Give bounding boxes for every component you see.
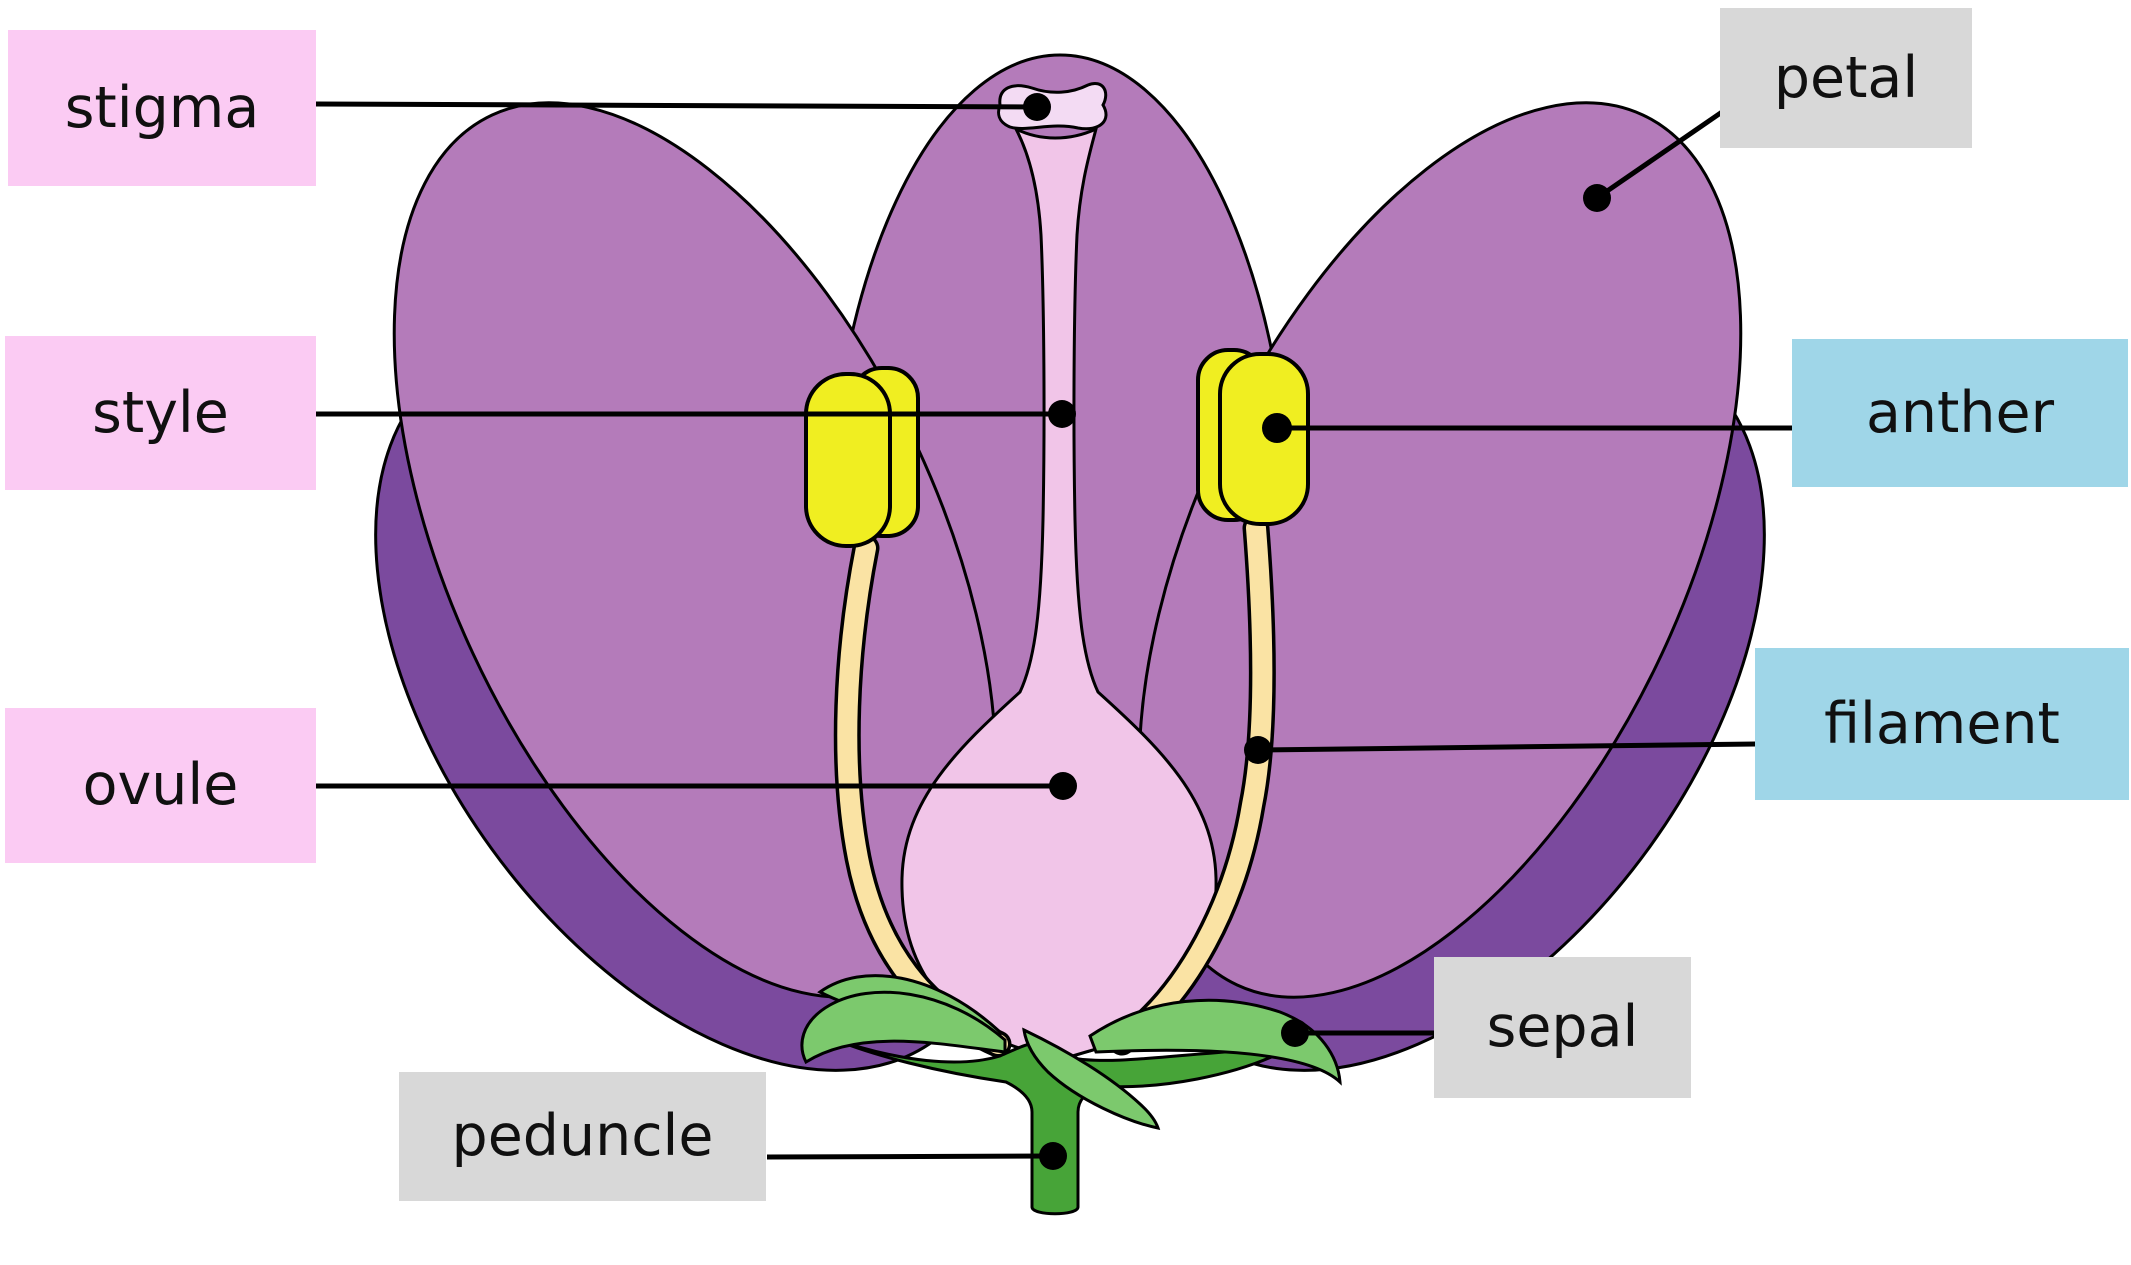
label-style: style xyxy=(5,336,316,490)
leader-dots xyxy=(1023,93,1611,1170)
label-peduncle-text: peduncle xyxy=(451,1103,714,1169)
leader-line-stigma xyxy=(315,101,1038,110)
label-stigma-text: stigma xyxy=(64,74,260,141)
leader-dot-ovule xyxy=(1049,772,1077,800)
anther-right-front-lobe xyxy=(1218,352,1310,526)
leader-dot-sepal xyxy=(1281,1019,1309,1047)
label-ovule: ovule xyxy=(5,708,316,863)
leader-lines xyxy=(315,101,1792,1160)
label-peduncle: peduncle xyxy=(399,1072,766,1201)
leader-dot-peduncle xyxy=(1039,1142,1067,1170)
label-filament-text: filament xyxy=(1824,690,2060,757)
label-sepal: sepal xyxy=(1434,957,1691,1098)
sepal-front-blade xyxy=(1022,1027,1161,1130)
label-sepal-text: sepal xyxy=(1486,994,1639,1060)
label-stigma: stigma xyxy=(8,30,316,186)
label-anther-text: anther xyxy=(1865,379,2055,446)
leader-line-filament xyxy=(1257,741,1757,753)
leader-dot-style xyxy=(1048,400,1076,428)
calyx-stem-shape xyxy=(830,1036,1291,1216)
leader-line-petal xyxy=(1595,109,1724,201)
label-petal-text: petal xyxy=(1773,44,1919,111)
label-filament: filament xyxy=(1755,648,2129,800)
label-style-text: style xyxy=(92,379,229,446)
anther-left-front-lobe xyxy=(804,372,892,548)
leader-dot-petal xyxy=(1583,184,1611,212)
stigma-shape xyxy=(997,82,1108,131)
leader-line-peduncle xyxy=(766,1153,1054,1160)
label-ovule-text: ovule xyxy=(82,752,239,818)
sepal-right-blade xyxy=(1088,998,1342,1086)
leader-dot-filament xyxy=(1244,736,1272,764)
leader-dot-stigma xyxy=(1023,93,1051,121)
sepal-left-blade xyxy=(800,990,1007,1065)
filament-right-fill xyxy=(1112,518,1273,1052)
label-anther: anther xyxy=(1792,339,2128,487)
leader-dot-anther xyxy=(1262,413,1292,443)
label-petal: petal xyxy=(1720,8,1972,148)
